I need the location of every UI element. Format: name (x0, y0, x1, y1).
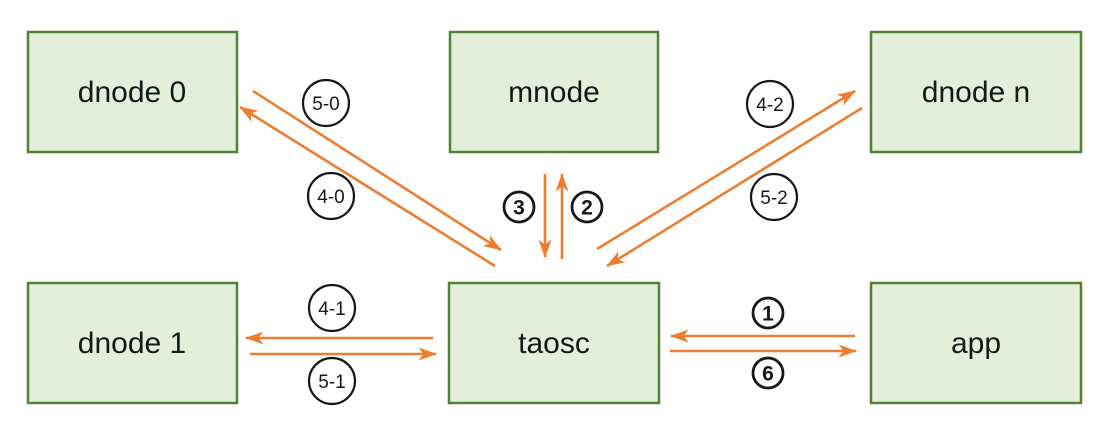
edge-label-5-1-text: 5-1 (318, 372, 345, 393)
edge-label-5-0-circle (301, 78, 351, 128)
edge-label-5-1: 5-1 (307, 356, 357, 406)
edge-label-5-2-text: 5-2 (760, 188, 787, 209)
node-dnode1-label: dnode 1 (78, 327, 186, 360)
edge-label-5-0-text: 5-0 (312, 94, 339, 115)
edge-label-6: 6 (751, 356, 785, 390)
arrow-dnode0-to-taosc (252, 89, 502, 252)
edge-label-4-1-circle (307, 283, 357, 333)
edge-label-1-text: 1 (762, 303, 774, 326)
edge-label-6-text: 6 (762, 363, 774, 386)
node-taosc-label: taosc (518, 327, 590, 360)
edge-label-3-circle (502, 190, 536, 224)
edge-label-4-0-circle (306, 171, 356, 221)
edge-label-4-1-text: 4-1 (318, 299, 345, 320)
node-dnode0-label: dnode 0 (78, 76, 186, 109)
edge-label-2-text: 2 (581, 197, 593, 220)
edge-label-4-2-text: 4-2 (756, 95, 783, 116)
node-app-box (869, 281, 1083, 405)
edge-label-2: 2 (570, 190, 604, 224)
edge-label-5-0: 5-0 (301, 78, 351, 128)
node-mnode: mnode (448, 30, 660, 154)
node-taosc-box (447, 281, 661, 405)
node-mnode-label: mnode (508, 76, 600, 109)
node-app-label: app (951, 327, 1001, 360)
edge-label-6-circle (751, 356, 785, 390)
node-mnode-box (448, 30, 660, 154)
edge-label-5-1-circle (307, 356, 357, 406)
edge-5-0 (252, 89, 502, 252)
edge-label-1: 1 (751, 296, 785, 330)
node-dnoden-box (869, 30, 1083, 154)
edge-label-1-circle (751, 296, 785, 330)
node-dnode0-box (26, 30, 239, 154)
edge-label-2-circle (570, 190, 604, 224)
edge-label-5-2-circle (749, 172, 799, 222)
arrow-taosc-to-dnode0 (239, 105, 496, 268)
edge-label-4-2-circle (745, 79, 795, 129)
node-dnode1: dnode 1 (26, 281, 239, 405)
edge-4-2 (596, 89, 856, 251)
edge-label-4-0-text: 4-0 (317, 187, 344, 208)
node-dnode1-box (26, 281, 239, 405)
edge-label-5-2: 5-2 (749, 172, 799, 222)
edge-label-3-text: 3 (513, 197, 525, 220)
arrow-dnoden-to-taosc (606, 106, 863, 268)
edge-label-4-0: 4-0 (306, 171, 356, 221)
edge-label-4-2: 4-2 (745, 79, 795, 129)
edge-label-3: 3 (502, 190, 536, 224)
arrow-taosc-to-dnoden (596, 89, 856, 251)
node-app: app (869, 281, 1083, 405)
edge-5-2 (606, 106, 863, 268)
edge-label-4-1: 4-1 (307, 283, 357, 333)
node-taosc: taosc (447, 281, 661, 405)
node-dnoden: dnode n (869, 30, 1083, 154)
node-dnoden-label: dnode n (922, 76, 1030, 109)
node-dnode0: dnode 0 (26, 30, 239, 154)
edge-4-0 (239, 105, 496, 268)
